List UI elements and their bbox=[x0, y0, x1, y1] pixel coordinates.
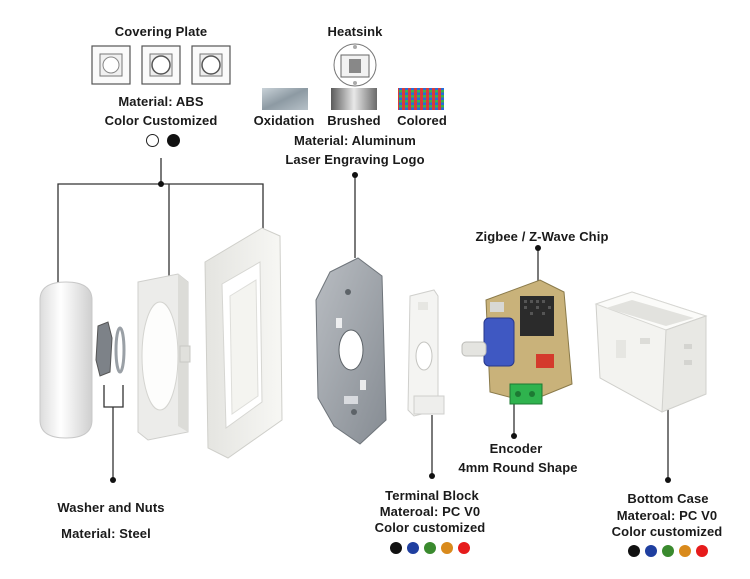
inner-frame bbox=[137, 273, 191, 441]
heatsink-title: Heatsink bbox=[327, 24, 383, 39]
terminal-block-label: Terminal Block bbox=[385, 488, 479, 503]
washer-label: Washer and Nuts bbox=[57, 500, 165, 515]
covering-plate-color-options bbox=[146, 134, 180, 147]
heatsink-material: Material: Aluminum bbox=[294, 133, 416, 148]
washer-and-nut bbox=[95, 321, 126, 377]
color-swatch-black bbox=[628, 545, 640, 557]
terminal-block bbox=[407, 289, 445, 417]
brushed-swatch bbox=[331, 88, 377, 110]
oxidation-swatch bbox=[262, 88, 308, 110]
color-swatch-green bbox=[424, 542, 436, 554]
color-swatch-red bbox=[458, 542, 470, 554]
covering-plate-thumbnails bbox=[91, 45, 231, 85]
finish-oxidation: Oxidation bbox=[253, 113, 315, 128]
covering-plate-material: Material: ABS bbox=[118, 94, 204, 109]
terminal-block-color: Color customized bbox=[374, 520, 486, 535]
knob-cap bbox=[39, 281, 93, 439]
terminal-block-material: Materoal: PC V0 bbox=[379, 504, 481, 519]
bottom-case-material: Materoal: PC V0 bbox=[616, 508, 718, 523]
color-swatch-blue bbox=[407, 542, 419, 554]
heatsink-plate bbox=[315, 257, 387, 445]
color-swatch-black bbox=[390, 542, 402, 554]
color-swatch-blue bbox=[645, 545, 657, 557]
color-swatch-orange bbox=[441, 542, 453, 554]
plate-thumb bbox=[191, 45, 231, 85]
color-swatch-red bbox=[696, 545, 708, 557]
encoder-label: Encoder bbox=[489, 441, 543, 456]
finish-brushed: Brushed bbox=[327, 113, 381, 128]
covering-plate-color: Color Customized bbox=[104, 113, 218, 128]
covering-plate-title: Covering Plate bbox=[114, 24, 208, 39]
pcb-assembly bbox=[461, 279, 573, 405]
terminal-block-color-options bbox=[390, 542, 470, 554]
finish-colored: Colored bbox=[397, 113, 447, 128]
bottom-case-color: Color customized bbox=[611, 524, 723, 539]
color-swatch-white bbox=[146, 134, 159, 147]
washer-material: Material: Steel bbox=[61, 526, 151, 541]
bottom-case-color-options bbox=[628, 545, 708, 557]
chip-label: Zigbee / Z-Wave Chip bbox=[475, 229, 609, 244]
bottom-case bbox=[594, 291, 708, 413]
color-swatch-green bbox=[662, 545, 674, 557]
color-swatch-black bbox=[167, 134, 180, 147]
plate-thumb bbox=[141, 45, 181, 85]
heatsink-logo: Laser Engraving Logo bbox=[285, 152, 425, 167]
heatsink-thumbnail bbox=[333, 43, 377, 87]
encoder-shape: 4mm Round Shape bbox=[458, 460, 578, 475]
color-swatch-orange bbox=[679, 545, 691, 557]
plate-thumb bbox=[91, 45, 131, 85]
outer-frame bbox=[204, 227, 283, 459]
colored-swatch bbox=[398, 88, 444, 110]
bottom-case-label: Bottom Case bbox=[627, 491, 709, 506]
